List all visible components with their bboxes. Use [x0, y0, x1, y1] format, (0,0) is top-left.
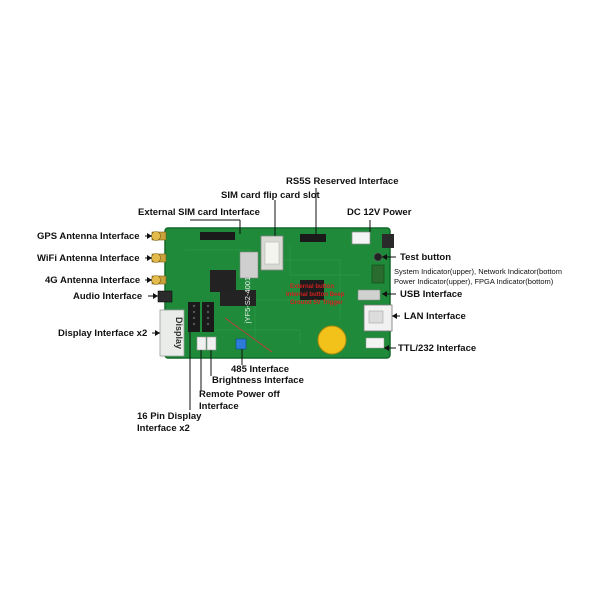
wifi-module — [239, 251, 259, 279]
label-rs55: RS5S Reserved Interface — [286, 176, 399, 187]
gps-antenna-connector — [151, 231, 167, 241]
label-sim-flip: SIM card flip card slot — [221, 190, 320, 201]
label-system-indicator: System Indicator(upper), Network Indicat… — [394, 267, 562, 276]
ttl-232-connector — [365, 337, 385, 349]
label-display: Display Interface x2 — [58, 328, 148, 339]
arrow-heads — [147, 233, 397, 351]
display-port-block — [159, 309, 185, 357]
remote-power-connector — [196, 336, 207, 351]
rs55-header — [300, 234, 326, 242]
part-number-label: jYF5-S2-4001 — [243, 277, 252, 324]
wire — [224, 317, 273, 353]
label-remote-power-line-2: Interface — [199, 400, 239, 412]
memory-chip — [220, 290, 256, 306]
external-sim-header — [200, 232, 235, 240]
label-16pin-line-2: Interface x2 — [137, 422, 190, 434]
label-power-indicator: Power Indicator(upper), FPGA Indicator(b… — [394, 277, 554, 286]
coin-battery — [317, 325, 347, 355]
4g-antenna-connector — [151, 275, 167, 285]
label-ttl-232: TTL/232 Interface — [398, 343, 477, 354]
label-wifi: WiFi Antenna Interface — [37, 253, 140, 264]
label-dc12v: DC 12V Power — [347, 207, 412, 218]
fpga-chip — [300, 280, 324, 300]
label-brightness: Brightness Interface — [212, 375, 304, 386]
label-16pin: 16 Pin Display Interface x2 — [137, 411, 201, 435]
red-note-line-1: External button — [290, 284, 334, 290]
label-usb: USB Interface — [400, 289, 463, 300]
brightness-connector — [206, 336, 217, 351]
label-16pin-line-1: 16 Pin Display — [137, 411, 202, 422]
dc12v-connector — [351, 231, 371, 245]
indicator-leds — [371, 264, 385, 284]
label-4g: 4G Antenna Interface — [45, 275, 141, 286]
usb-port — [357, 289, 381, 301]
test-button — [373, 252, 383, 262]
label-audio: Audio Interface — [73, 291, 143, 302]
display-port-text: Display — [174, 317, 184, 349]
audio-jack — [157, 290, 173, 303]
485-connector — [235, 338, 247, 350]
power-jack — [382, 234, 394, 248]
label-485: 485 Interface — [231, 364, 290, 375]
red-note-line-3: Ground 5V Trigger — [290, 300, 343, 306]
wifi-antenna-connector — [151, 253, 167, 263]
label-lan: LAN Interface — [404, 311, 466, 322]
label-remote-power: Remote Power off Interface — [199, 389, 280, 413]
label-remote-power-line-1: Remote Power off — [199, 389, 280, 400]
cpu-chip — [210, 270, 236, 292]
red-note-line-2: Internal button Beep — [286, 292, 345, 298]
label-test-button: Test button — [400, 252, 452, 263]
label-ext-sim: External SIM card Interface — [138, 207, 260, 218]
label-gps: GPS Antenna Interface — [37, 231, 140, 242]
